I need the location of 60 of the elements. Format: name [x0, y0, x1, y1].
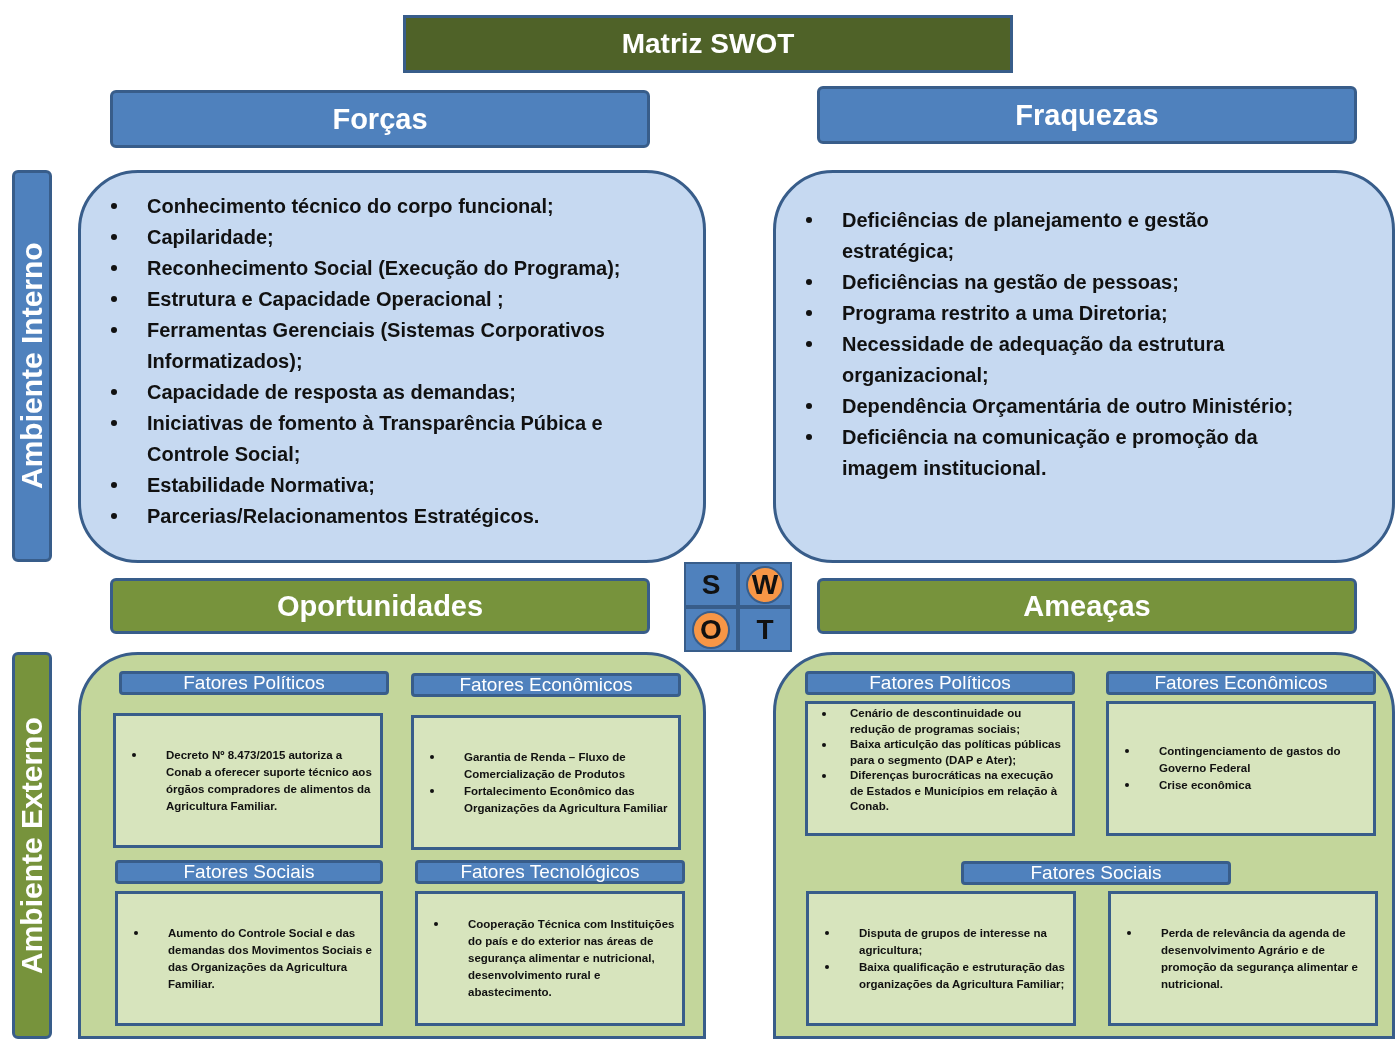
section-header: Forças — [110, 90, 650, 148]
factor-box — [1106, 701, 1376, 836]
bullet-text: Baixa qualificação e estruturação das organizações da Agricultura Familiar; — [859, 960, 1065, 990]
bullet-text: Disputa de grupos de interesse na agricultura; — [859, 926, 1047, 956]
group-panel — [773, 652, 1395, 1039]
bullet-text: Contingenciamento de gastos do Governo Federal — [1159, 745, 1341, 774]
factor-box — [1108, 891, 1378, 1026]
bullet-text: Deficiência na comunicação e promoção da imagem institucional. — [842, 426, 1258, 479]
bullet-text: Cooperação Técnica com Instituições do país e do exterior nas áreas de segurança alimentar e nutricional, desenvolvimento rural e abastecimento. — [468, 918, 675, 998]
section-header: Ameaças — [817, 578, 1357, 634]
bullet-text: Aumento do Controle Social e das demandas dos Movimentos Sociais e das Organizações da Agricultura Familiar. — [168, 926, 372, 990]
bullet-text: Programa restrito a uma Diretoria; — [842, 302, 1168, 324]
quadrant-cell — [738, 562, 792, 607]
factor-header: Fatores Econômicos — [1106, 671, 1376, 695]
bullet-text: Deficiências na gestão de pessoas; — [842, 271, 1179, 293]
bullet-text: Necessidade de adequação da estrutura organizacional; — [842, 333, 1225, 386]
factor-header: Fatores Políticos — [805, 671, 1075, 695]
factor-header: Fatores Políticos — [119, 671, 389, 695]
bullet-text: Reconhecimento Social (Execução do Programa); — [147, 257, 621, 279]
bullet-text: Baixa articulção das políticas públicas para o segmento (DAP e Ater); — [850, 738, 1061, 766]
title-banner: Matriz SWOT — [403, 15, 1013, 73]
factor-box — [806, 891, 1076, 1026]
side-label: Ambiente Externo — [12, 652, 52, 1039]
section-header: Fraquezas — [817, 86, 1357, 144]
letter-badge: W — [746, 565, 784, 604]
quadrant-cell — [684, 607, 738, 652]
bullet-text: Capilaridade; — [147, 226, 274, 248]
bullet-text: Cenário de descontinuidade ou redução de programas sociais; — [850, 707, 1022, 735]
bullet-text: Decreto Nº 8.473/2015 autoriza a Conab a oferecer suporte técnico aos órgãos compradores de alimentos da Agricultura Familiar. — [166, 748, 372, 812]
side-label: Ambiente Interno — [12, 170, 52, 562]
letter-badge: O — [692, 610, 730, 649]
group-panel — [78, 652, 706, 1039]
bullet-text: Iniciativas de fomento à Transparência Púbica e Controle Social; — [147, 412, 603, 465]
factor-box — [805, 701, 1075, 836]
bullet-text: Estrutura e Capacidade Operacional ; — [147, 288, 504, 310]
factor-header: Fatores Tecnológicos — [415, 860, 685, 884]
bullet-text: Crise econômica — [1159, 779, 1252, 791]
factor-box — [113, 713, 383, 848]
bullet-text: Deficiências de planejamento e gestão estratégica; — [842, 209, 1209, 262]
quadrant-cell: S — [684, 562, 738, 607]
bullet-text: Estabilidade Normativa; — [147, 474, 375, 496]
factor-box — [411, 715, 681, 850]
bullet-text: Fortalecimento Econômico das Organizações da Agricultura Familiar — [464, 784, 668, 814]
factor-box — [115, 891, 383, 1026]
quadrant-cell: T — [738, 607, 792, 652]
bullet-text: Ferramentas Gerenciais (Sistemas Corporativos Informatizados); — [147, 319, 605, 372]
factor-box — [415, 891, 685, 1026]
bullet-text: Dependência Orçamentária de outro Ministério; — [842, 395, 1294, 417]
factor-header: Fatores Sociais — [115, 860, 383, 884]
bullet-text: Capacidade de resposta as demandas; — [147, 381, 517, 403]
bullet-text: Parcerias/Relacionamentos Estratégicos. — [147, 505, 540, 527]
content-panel — [773, 170, 1395, 563]
bullet-text: Perda de relevância da agenda de desenvolvimento Agrário e de promoção da segurança alimentar e nutricional. — [1161, 926, 1358, 990]
content-panel — [78, 170, 706, 563]
factor-header: Fatores Econômicos — [411, 673, 681, 697]
section-header: Oportunidades — [110, 578, 650, 634]
bullet-text: Conhecimento técnico do corpo funcional; — [147, 195, 554, 217]
factor-header: Fatores Sociais — [961, 861, 1231, 885]
bullet-text: Garantia de Renda – Fluxo de Comercialização de Produtos — [464, 750, 626, 780]
bullet-text: Diferenças burocráticas na execução de Estados e Municípios em relação à Conab. — [850, 769, 1058, 812]
